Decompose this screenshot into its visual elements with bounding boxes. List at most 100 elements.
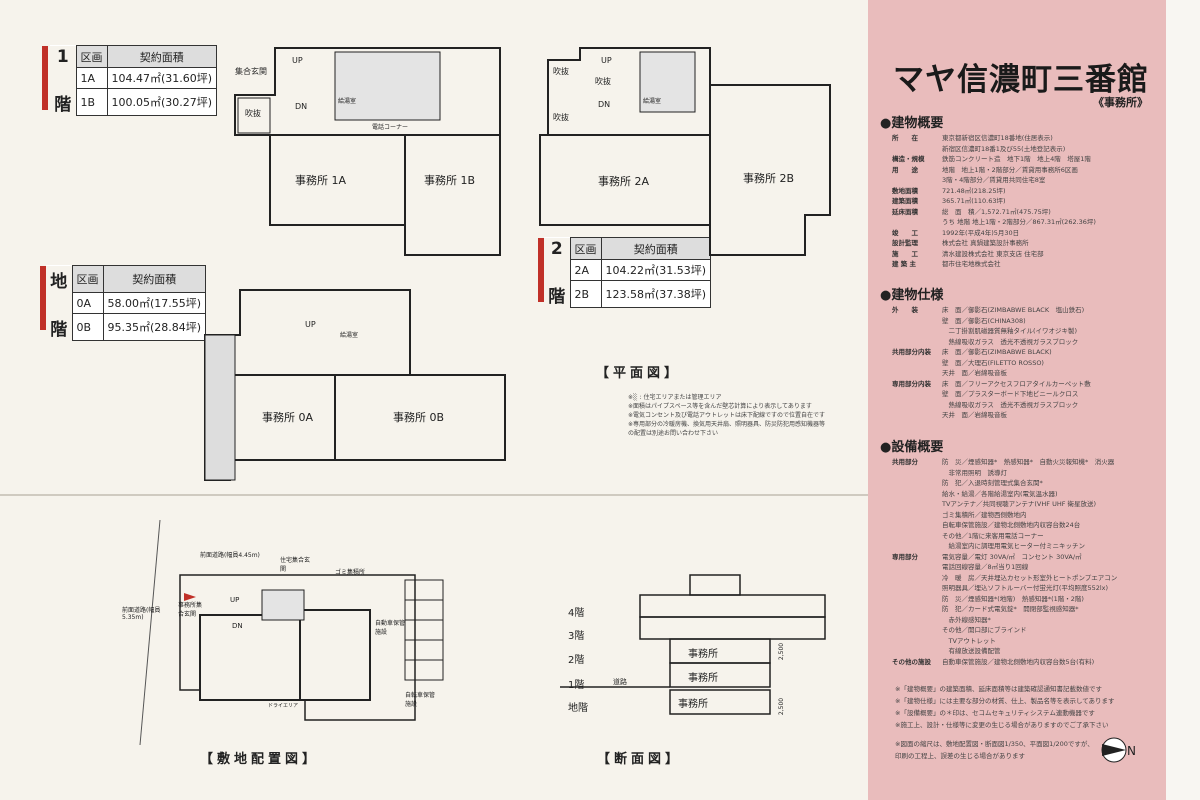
label-kitchen: 給湯室 bbox=[643, 98, 662, 105]
label-dn: DN bbox=[232, 622, 243, 630]
spec-key bbox=[880, 583, 942, 594]
spec-key bbox=[880, 144, 942, 155]
spec-value: 壁 面／大理石(FILETTO ROSSO) bbox=[942, 358, 1044, 367]
spec-row: TVアンテナ／共同視聴アンテナ(VHF UHF 衛星放送) bbox=[880, 499, 1160, 510]
spec-value: 清水建設株式会社 東京支店 住宅部 bbox=[942, 249, 1044, 258]
spec-value: 株式会社 真鍋建築設計事務所 bbox=[942, 239, 1029, 247]
label-void: 吹抜 bbox=[245, 109, 261, 118]
block: 0B bbox=[71, 313, 104, 341]
spec-value: 床 面／フリーアクセスフロアタイルカーペット敷 bbox=[942, 379, 1091, 388]
label-bicycle: 自転車保管施設 bbox=[405, 692, 436, 708]
label-floor: 1階 bbox=[568, 680, 585, 691]
page-fold bbox=[0, 494, 868, 496]
building-type: 《事務所》 bbox=[1093, 96, 1148, 109]
label-kitchen: 給湯室 bbox=[338, 98, 357, 105]
area: 95.35㎡(28.84坪) bbox=[102, 313, 207, 341]
spec-row: 設計監理 株式会社 真鍋建築設計事務所 bbox=[880, 238, 1160, 249]
spec-row: 非常用照明 誘導灯 bbox=[880, 468, 1160, 479]
floor-number: 地 bbox=[46, 265, 72, 293]
spec-key bbox=[880, 217, 942, 228]
label-parking: 自動車保管施設 bbox=[375, 620, 406, 636]
spec-key: 施 工 bbox=[892, 249, 918, 258]
footnote: ※「建物概要」の建築面積、延床面積等は建築確認通知書記載数値です bbox=[895, 685, 1102, 693]
spec-key bbox=[880, 175, 942, 186]
spec-value: 照明器具／埋込ソフトルーバー付蛍光灯(平均照度552lx) bbox=[942, 584, 1109, 592]
spec-row: うち 地階 地上1階・2階部分／867.31㎡(262.36坪) bbox=[880, 217, 1160, 228]
plan-notes: ※░ : 住宅エリアまたは管理エリア ※面積はパイプスペース等を含んだ壁芯計算に… bbox=[628, 393, 825, 438]
spec-key bbox=[880, 468, 942, 479]
spec-value: 365.71㎡(110.63坪) bbox=[942, 197, 1006, 205]
spec-key bbox=[880, 478, 942, 489]
section-heading: ●建物仕様 bbox=[880, 288, 944, 303]
floor-kai: 階 bbox=[50, 88, 76, 116]
label-office-0a: 事務所 0A bbox=[262, 411, 314, 424]
section-equipment: ●設備概要共用部分防 災／煙感知器* 熱感知器* 自動火災報知機* 消火器 非常… bbox=[880, 436, 1160, 667]
spec-value: 自動車保管施設／建物北側敷地内収容台数5台(有料) bbox=[942, 657, 1095, 666]
spec-value: 都市住宅地株式会社 bbox=[942, 260, 1001, 268]
site-plan bbox=[139, 519, 444, 746]
area: 100.05㎡(30.27坪) bbox=[106, 88, 218, 116]
spec-key bbox=[880, 358, 942, 369]
spec-value: その他／開口部にブラインド bbox=[942, 626, 1027, 634]
label-office: 事務所 bbox=[678, 699, 708, 710]
note: ※専用部分の冷暖房機、換気用天井扇、照明器具、防災防犯用感知機器等 bbox=[628, 421, 826, 428]
spec-row: 壁 面／大理石(FILETTO ROSSO) bbox=[880, 358, 1160, 369]
spec-value: 防 犯／カード式電気錠* 開閉部監視感知器* bbox=[942, 605, 1079, 613]
spec-key: 設計監理 bbox=[892, 239, 918, 247]
spec-row: 延床面積総 面 積／1,572.71㎡(475.75坪) bbox=[880, 207, 1160, 218]
spec-key bbox=[880, 573, 942, 584]
spec-row: 天井 面／岩綿吸音板 bbox=[880, 368, 1160, 379]
spec-key: 敷地面積 bbox=[892, 186, 918, 195]
spec-value: 壁 面／御影石(CHINA308) bbox=[942, 316, 1026, 325]
spec-value: 天井 面／岩綿吸音板 bbox=[942, 369, 1007, 377]
label-void: 吹抜 bbox=[553, 67, 569, 76]
spec-key: 専用部分内装 bbox=[892, 379, 931, 388]
label-residence-entrance: 住宅集合玄関 bbox=[280, 557, 311, 573]
spec-key bbox=[880, 389, 942, 400]
label-side-road: 前面道路(幅員5.35m) bbox=[122, 607, 161, 621]
spec-key bbox=[880, 604, 942, 615]
label-up: UP bbox=[305, 320, 316, 329]
note: の配置は別途お問い合わせ下さい bbox=[628, 430, 719, 437]
spec-row: TVアウトレット bbox=[880, 636, 1160, 647]
spec-row: 有線放送設備配管 bbox=[880, 646, 1160, 657]
spec-row: 専用部分内装 床 面／フリーアクセスフロアタイルカーペット敷 bbox=[880, 379, 1160, 390]
label-office-1a: 事務所 1A bbox=[295, 174, 347, 187]
spacer bbox=[50, 67, 76, 89]
label-garbage: ゴミ集積所 bbox=[335, 569, 366, 576]
spec-value: 赤外線感知器* bbox=[942, 615, 991, 624]
label-dry-area: ドライエリア bbox=[268, 703, 298, 709]
spec-row: 照明器具／埋込ソフトルーバー付蛍光灯(平均照度552lx) bbox=[880, 583, 1160, 594]
area: 123.58㎡(37.38坪) bbox=[600, 280, 712, 308]
spec-value: 1992年(平成4年)5月30日 bbox=[942, 228, 1020, 237]
spec-value: 電話回線容量／8㎡当り1回線 bbox=[942, 563, 1029, 571]
spec-row: 給水・給湯／各階給湯室内(電気温水器) bbox=[880, 489, 1160, 500]
spec-value: 鉄筋コンクリート造 地下1階 地上4階 塔屋1階 bbox=[942, 155, 1091, 163]
label-office-2b: 事務所 2B bbox=[743, 172, 795, 185]
spec-row: 建 築 主都市住宅地株式会社 bbox=[880, 259, 1160, 270]
spec-value: 防 犯／入退時刻管理式集合玄関* bbox=[942, 479, 1043, 487]
spec-key bbox=[880, 636, 942, 647]
spec-key bbox=[880, 337, 942, 348]
label-office: 事務所 bbox=[688, 649, 718, 660]
spec-row: 3階・4階部分／賃貸用共同住宅8室 bbox=[880, 175, 1160, 186]
spec-value: 新宿区信濃町18番1及び55(土地登記表示) bbox=[942, 144, 1066, 153]
spec-value: TVアウトレット bbox=[942, 636, 996, 645]
label-phone-corner: 電話コーナー bbox=[372, 124, 409, 131]
label-floor: 3階 bbox=[568, 631, 585, 642]
spec-row: 構造・規模鉄筋コンクリート造 地下1階 地上4階 塔屋1階 bbox=[880, 154, 1160, 165]
label-floor: 地階 bbox=[568, 703, 588, 714]
spec-value: 非常用照明 誘導灯 bbox=[942, 468, 1008, 477]
header-block: 区画 bbox=[71, 265, 104, 293]
spec-row: 新宿区信濃町18番1及び55(土地登記表示) bbox=[880, 144, 1160, 155]
label-up: UP bbox=[601, 56, 612, 65]
spec-value: 防 災／煙感知器* 熱感知器* 自動火災報知機* 消火器 bbox=[942, 458, 1115, 466]
spec-value: 二丁掛割肌磁器質無釉タイル(イワオジキ製) bbox=[942, 327, 1078, 335]
label-up: UP bbox=[230, 596, 240, 604]
section-drawing bbox=[560, 574, 826, 715]
spec-key: その他の施設 bbox=[892, 657, 931, 666]
label-kitchen: 給湯室 bbox=[340, 332, 359, 339]
spec-key bbox=[880, 625, 942, 636]
